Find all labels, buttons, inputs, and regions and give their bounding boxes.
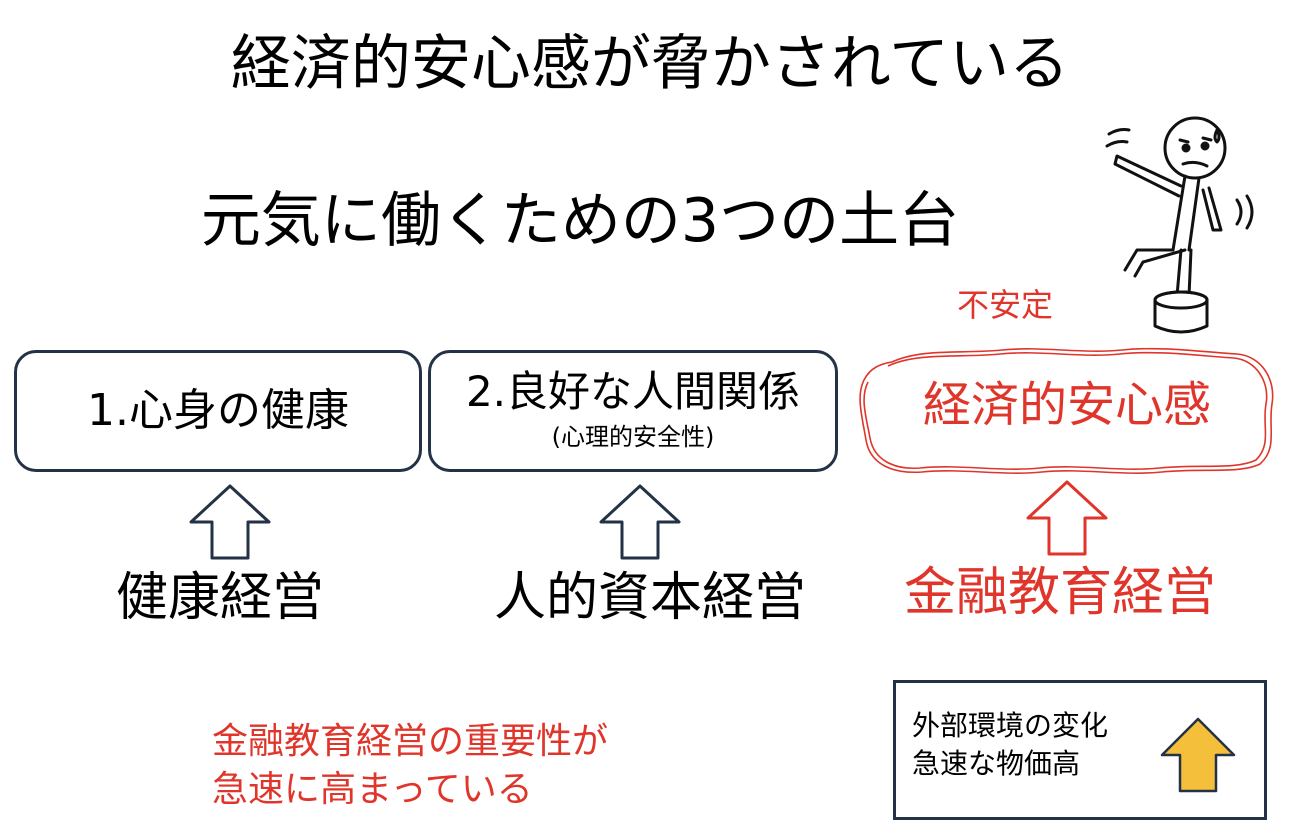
management-label-health: 健康経営: [115, 568, 324, 628]
stumbling-person-icon: [1105, 116, 1254, 334]
headline: 経済的安心感が脅かされている: [230, 29, 1070, 99]
up-arrow-icon: [599, 484, 681, 560]
external-change-line: 急速な物価高: [912, 747, 1081, 780]
foundation-box-relationships: 2.良好な人間関係 (心理的安全性): [428, 350, 838, 472]
up-arrow-icon: [189, 484, 271, 560]
foundation-box-health: 1.心身の健康: [14, 350, 422, 472]
external-change-box: 外部環境の変化 急速な物価高: [893, 680, 1267, 820]
management-label-human-capital: 人的資本経営: [493, 568, 806, 628]
cloud-outline-icon: [859, 347, 1274, 474]
external-change-line: 外部環境の変化: [912, 709, 1109, 742]
up-arrow-icon: [1026, 480, 1108, 556]
unstable-label: 不安定: [956, 286, 1053, 324]
external-change-text: 外部環境の変化 急速な物価高: [912, 707, 1108, 783]
subtitle: 元気に働くための3つの土台: [200, 186, 960, 256]
importance-note: 金融教育経営の重要性が 急速に高まっている: [212, 718, 608, 814]
foundation-title: 1.心身の健康: [87, 385, 349, 436]
foundation-note: (心理的安全性): [551, 423, 715, 451]
up-arrow-icon: [1160, 717, 1236, 793]
management-label-financial-education: 金融教育経営: [903, 563, 1216, 623]
importance-note-line: 急速に高まっている: [212, 769, 533, 810]
foundation-title-financial: 経済的安心感: [922, 377, 1211, 433]
importance-note-line: 金融教育経営の重要性が: [212, 721, 609, 762]
foundation-title: 2.良好な人間関係: [465, 367, 801, 416]
